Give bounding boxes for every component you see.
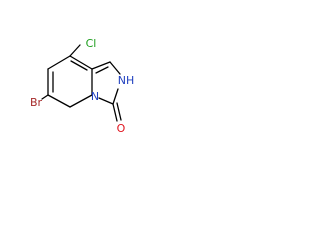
- bond-c5-n: [69, 94, 93, 108]
- atom-cl-label: Cl: [86, 37, 97, 50]
- bond-c6-c5: [47, 94, 71, 108]
- atom-br-label: Br: [30, 96, 43, 109]
- molecule-structure-diagram: Cl Br NH N O: [30, 37, 135, 135]
- bond-c8-cl: [69, 44, 81, 57]
- bond-c8a-c8-inner: [70, 60, 88, 71]
- bond-nh-c3: [112, 88, 119, 105]
- bond-c8a-c1-inner: [95, 66, 109, 74]
- bond-c8a-c1: [91, 61, 111, 70]
- atom-nh-label: NH: [118, 74, 135, 87]
- atom-n-label: N: [91, 90, 99, 103]
- bond-c6-br: [41, 94, 49, 100]
- bond-c3-o-a: [112, 103, 118, 122]
- bond-c3-n: [98, 97, 114, 105]
- bond-c3-o-b: [116, 102, 122, 121]
- bond-c1-nh: [109, 61, 121, 75]
- bond-lines: [41, 44, 122, 122]
- bond-c8a-c8: [69, 55, 93, 70]
- atom-o-label: O: [117, 122, 126, 135]
- bond-c8-c7: [47, 55, 71, 70]
